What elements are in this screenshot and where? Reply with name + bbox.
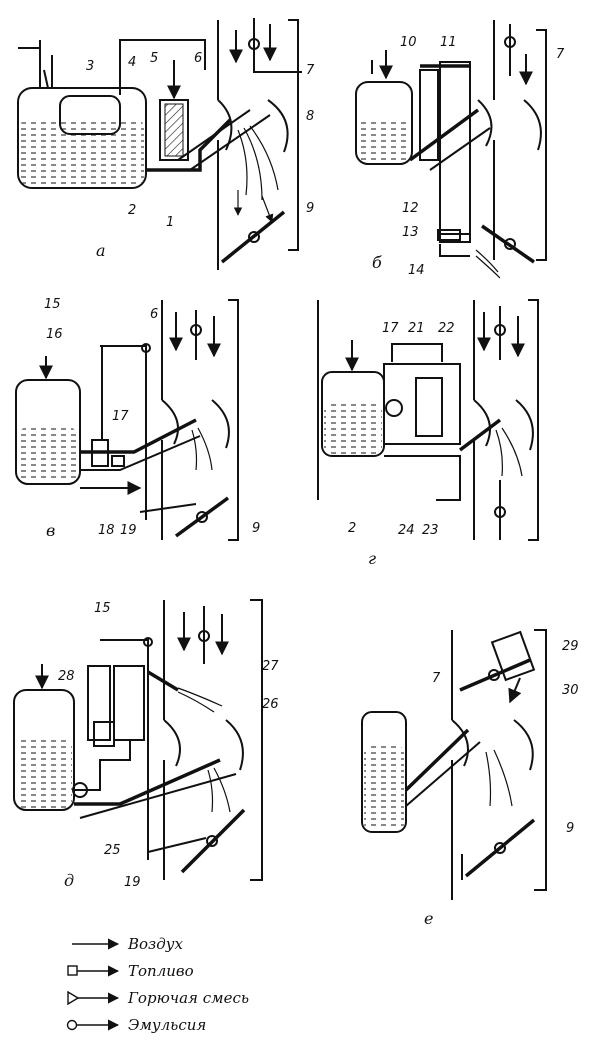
panel-letter: а [96, 241, 106, 260]
float [59, 95, 121, 135]
panel-e: 7 29 30 9 е [361, 629, 579, 928]
callout-number: 30 [562, 683, 579, 698]
legend-label: Топливо [128, 962, 194, 980]
callout-number: 27 [262, 659, 279, 674]
callout-number: 5 [150, 51, 158, 66]
callout-number: 9 [566, 821, 574, 836]
callout-number: 7 [432, 671, 441, 686]
callout-number: 10 [400, 35, 417, 50]
callout-number: 29 [562, 639, 579, 654]
triangle-icon [67, 990, 80, 1006]
panel-g: 17 21 22 2 24 23 г [317, 299, 539, 568]
callout-number: 18 [98, 523, 115, 538]
panel-letter: г [368, 549, 376, 568]
legend-item-fuel: Топливо [67, 962, 194, 980]
callout-number: 25 [104, 843, 121, 858]
circle-icon [66, 1019, 78, 1031]
legend-label: Воздух [127, 935, 183, 953]
legend-label: Горючая смесь [127, 989, 249, 1007]
emulsion-well [159, 99, 189, 161]
callout-number: 1 [166, 215, 174, 230]
callout-number: 22 [438, 321, 455, 336]
callout-number: 26 [262, 697, 279, 712]
legend-item-emulsion: Эмульсия [66, 1016, 206, 1034]
panel-letter: д [64, 871, 74, 890]
callout-number: 19 [120, 523, 137, 538]
panel-v: 15 16 17 18 19 6 9 в [15, 297, 260, 541]
callout-number: 23 [422, 523, 439, 538]
callout-number: 7 [306, 63, 315, 78]
panel-letter: в [46, 521, 55, 540]
fuel-level [20, 118, 144, 186]
callout-number: 14 [408, 263, 425, 278]
callout-number: 6 [150, 307, 158, 322]
callout-number: 2 [348, 521, 356, 536]
callout-number: 17 [382, 321, 399, 336]
panel-letter: б [372, 253, 382, 272]
panel-a: 1 2 3 4 5 6 7 8 9 а [17, 18, 315, 270]
callout-number: 19 [124, 875, 141, 890]
legend-item-air: Воздух [72, 935, 183, 953]
float-chamber [17, 87, 147, 189]
callout-number: 4 [128, 55, 136, 70]
callout-number: 12 [402, 201, 419, 216]
callout-number: 9 [306, 201, 314, 216]
legend: Воздух Топливо Горючая смесь Эмульсия [66, 935, 249, 1034]
legend-label: Эмульсия [128, 1016, 206, 1034]
callout-number: 3 [86, 59, 94, 74]
callout-number: 13 [402, 225, 419, 240]
callout-number: 8 [306, 109, 314, 124]
callout-number: 11 [440, 35, 457, 50]
legend-item-mixture: Горючая смесь [67, 989, 249, 1007]
callout-number: 16 [46, 327, 63, 342]
callout-number: 17 [112, 409, 129, 424]
callout-number: 24 [398, 523, 415, 538]
panel-d: 28 15 27 26 25 19 д [13, 599, 279, 890]
callout-number: 2 [128, 203, 136, 218]
callout-number: 15 [44, 297, 61, 312]
callout-number: 7 [556, 47, 565, 62]
callout-number: 6 [194, 51, 202, 66]
callout-number: 21 [408, 321, 425, 336]
callout-number: 28 [58, 669, 75, 684]
panel-letter: е [424, 909, 433, 928]
throttle-plate [220, 210, 286, 264]
callout-number: 15 [94, 601, 111, 616]
panel-b: 10 11 7 12 13 14 б [355, 20, 565, 279]
callout-number: 9 [252, 521, 260, 536]
square-icon [67, 965, 78, 976]
air-tube [119, 39, 206, 95]
